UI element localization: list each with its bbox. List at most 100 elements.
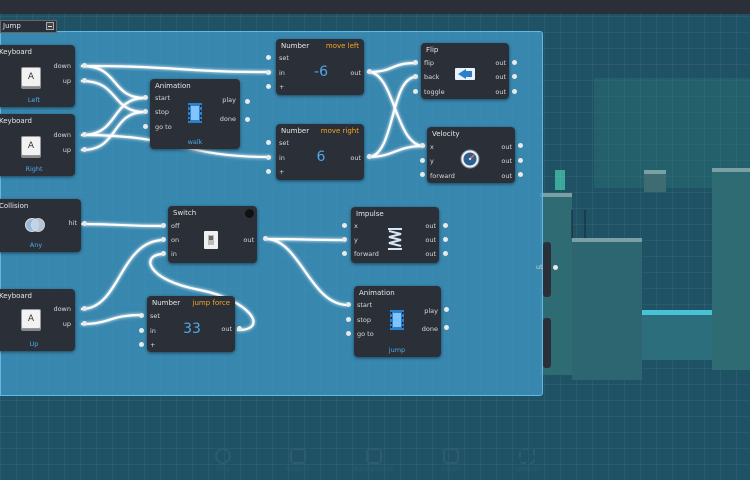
in-port[interactable]: [266, 70, 271, 75]
film-icon: [390, 310, 404, 330]
in-port[interactable]: [139, 313, 144, 318]
out-port[interactable]: [512, 89, 517, 94]
out-port[interactable]: [245, 99, 250, 104]
port-label: y: [430, 157, 434, 165]
in-port[interactable]: [139, 328, 144, 333]
impulse-node[interactable]: Impulse x y forward out out out: [351, 207, 439, 263]
dock-settings[interactable]: Settings: [507, 448, 547, 473]
minimize-icon[interactable]: [46, 22, 54, 30]
number-value[interactable]: 33: [183, 321, 201, 337]
out-port[interactable]: [82, 306, 87, 311]
keyboard-left-node[interactable]: Keyboard A down up Left: [0, 45, 75, 107]
velocity-node[interactable]: Velocity x y forward out out out: [427, 127, 515, 183]
out-port[interactable]: [512, 74, 517, 79]
node-tag: jump force: [192, 299, 231, 307]
flip-icon: [455, 68, 475, 80]
port-label: set: [279, 54, 289, 62]
animation-jump-node[interactable]: Animation start stop go to play done jum…: [354, 286, 441, 357]
out-port[interactable]: [512, 60, 517, 65]
in-port[interactable]: [346, 302, 351, 307]
in-port[interactable]: [420, 158, 425, 163]
out-port[interactable]: [263, 236, 268, 241]
out-port[interactable]: [367, 154, 372, 159]
number-value[interactable]: 6: [316, 149, 326, 165]
node-title: Keyboard: [0, 292, 32, 300]
in-port[interactable]: [346, 317, 351, 322]
offscreen-node-edge[interactable]: [543, 318, 551, 368]
port-label: out: [501, 143, 512, 151]
in-port[interactable]: [413, 60, 418, 65]
port-label: in: [279, 69, 285, 77]
out-port[interactable]: [82, 78, 87, 83]
in-port[interactable]: [266, 169, 271, 174]
keyboard-up-node[interactable]: Keyboard A down up Up: [0, 289, 75, 351]
port-label: on: [171, 236, 180, 244]
out-port[interactable]: [82, 63, 87, 68]
dock-backgrounds[interactable]: Backgrounds: [354, 448, 394, 473]
port-label: play: [222, 96, 236, 104]
in-port[interactable]: [139, 342, 144, 347]
in-port[interactable]: [413, 89, 418, 94]
port-label: out: [495, 59, 506, 67]
port-label: stop: [155, 108, 170, 116]
out-port[interactable]: [443, 251, 448, 256]
port-label: set: [279, 139, 289, 147]
collision-node[interactable]: Collision hit Any: [0, 199, 81, 252]
in-port[interactable]: [346, 331, 351, 336]
out-port[interactable]: [444, 325, 449, 330]
switch-node[interactable]: Switch off on in out: [168, 206, 257, 263]
in-port[interactable]: [161, 237, 166, 242]
in-port[interactable]: [342, 223, 347, 228]
dock-objects[interactable]: Objects: [278, 448, 318, 473]
out-port[interactable]: [82, 147, 87, 152]
offscreen-node-edge[interactable]: [543, 242, 551, 297]
in-port[interactable]: [342, 251, 347, 256]
keyboard-right-node[interactable]: Keyboard A down up Right: [0, 114, 75, 176]
in-port[interactable]: [420, 143, 425, 148]
in-port[interactable]: [342, 237, 347, 242]
node-title: Impulse: [356, 210, 384, 218]
out-port[interactable]: [518, 172, 523, 177]
out-port[interactable]: [237, 326, 242, 331]
out-port[interactable]: [367, 69, 372, 74]
number-move-left-node[interactable]: Number move left set in + -6 out: [276, 39, 364, 95]
out-port[interactable]: [518, 143, 523, 148]
in-port[interactable]: [143, 109, 148, 114]
number-value[interactable]: -6: [314, 64, 328, 80]
dock-levels[interactable]: Levels: [431, 448, 471, 473]
in-port[interactable]: [266, 155, 271, 160]
image-icon: [366, 448, 382, 464]
node-label: walk: [187, 138, 203, 146]
in-port[interactable]: [143, 95, 148, 100]
in-port[interactable]: [161, 223, 166, 228]
in-port[interactable]: [161, 251, 166, 256]
in-port[interactable]: [420, 172, 425, 177]
out-port[interactable]: [82, 132, 87, 137]
out-port[interactable]: [245, 117, 250, 122]
key-icon: A: [21, 309, 41, 329]
out-port[interactable]: [443, 237, 448, 242]
group-title-tab[interactable]: Jump: [0, 20, 57, 33]
dock-play[interactable]: Play: [203, 448, 243, 473]
port-label: out: [425, 222, 436, 230]
in-port[interactable]: [143, 124, 148, 129]
out-port[interactable]: [444, 307, 449, 312]
in-port[interactable]: [266, 55, 271, 60]
animation-walk-node[interactable]: Animation start stop go to play done wal…: [150, 79, 240, 149]
out-port[interactable]: [82, 221, 87, 226]
number-move-right-node[interactable]: Number move right set in + 6 out: [276, 124, 364, 180]
port-label: ut: [536, 263, 543, 271]
out-port[interactable]: [553, 265, 558, 270]
out-port[interactable]: [82, 321, 87, 326]
in-port[interactable]: [266, 84, 271, 89]
in-port[interactable]: [266, 140, 271, 145]
out-port[interactable]: [518, 158, 523, 163]
in-port[interactable]: [413, 74, 418, 79]
node-title: Keyboard: [0, 48, 32, 56]
flip-node[interactable]: Flip flip back toggle out out out: [421, 43, 509, 99]
out-port[interactable]: [443, 223, 448, 228]
port-label: done: [421, 325, 438, 333]
port-label: forward: [354, 250, 379, 258]
number-jump-force-node[interactable]: Number jump force set in + 33 out: [147, 296, 235, 352]
